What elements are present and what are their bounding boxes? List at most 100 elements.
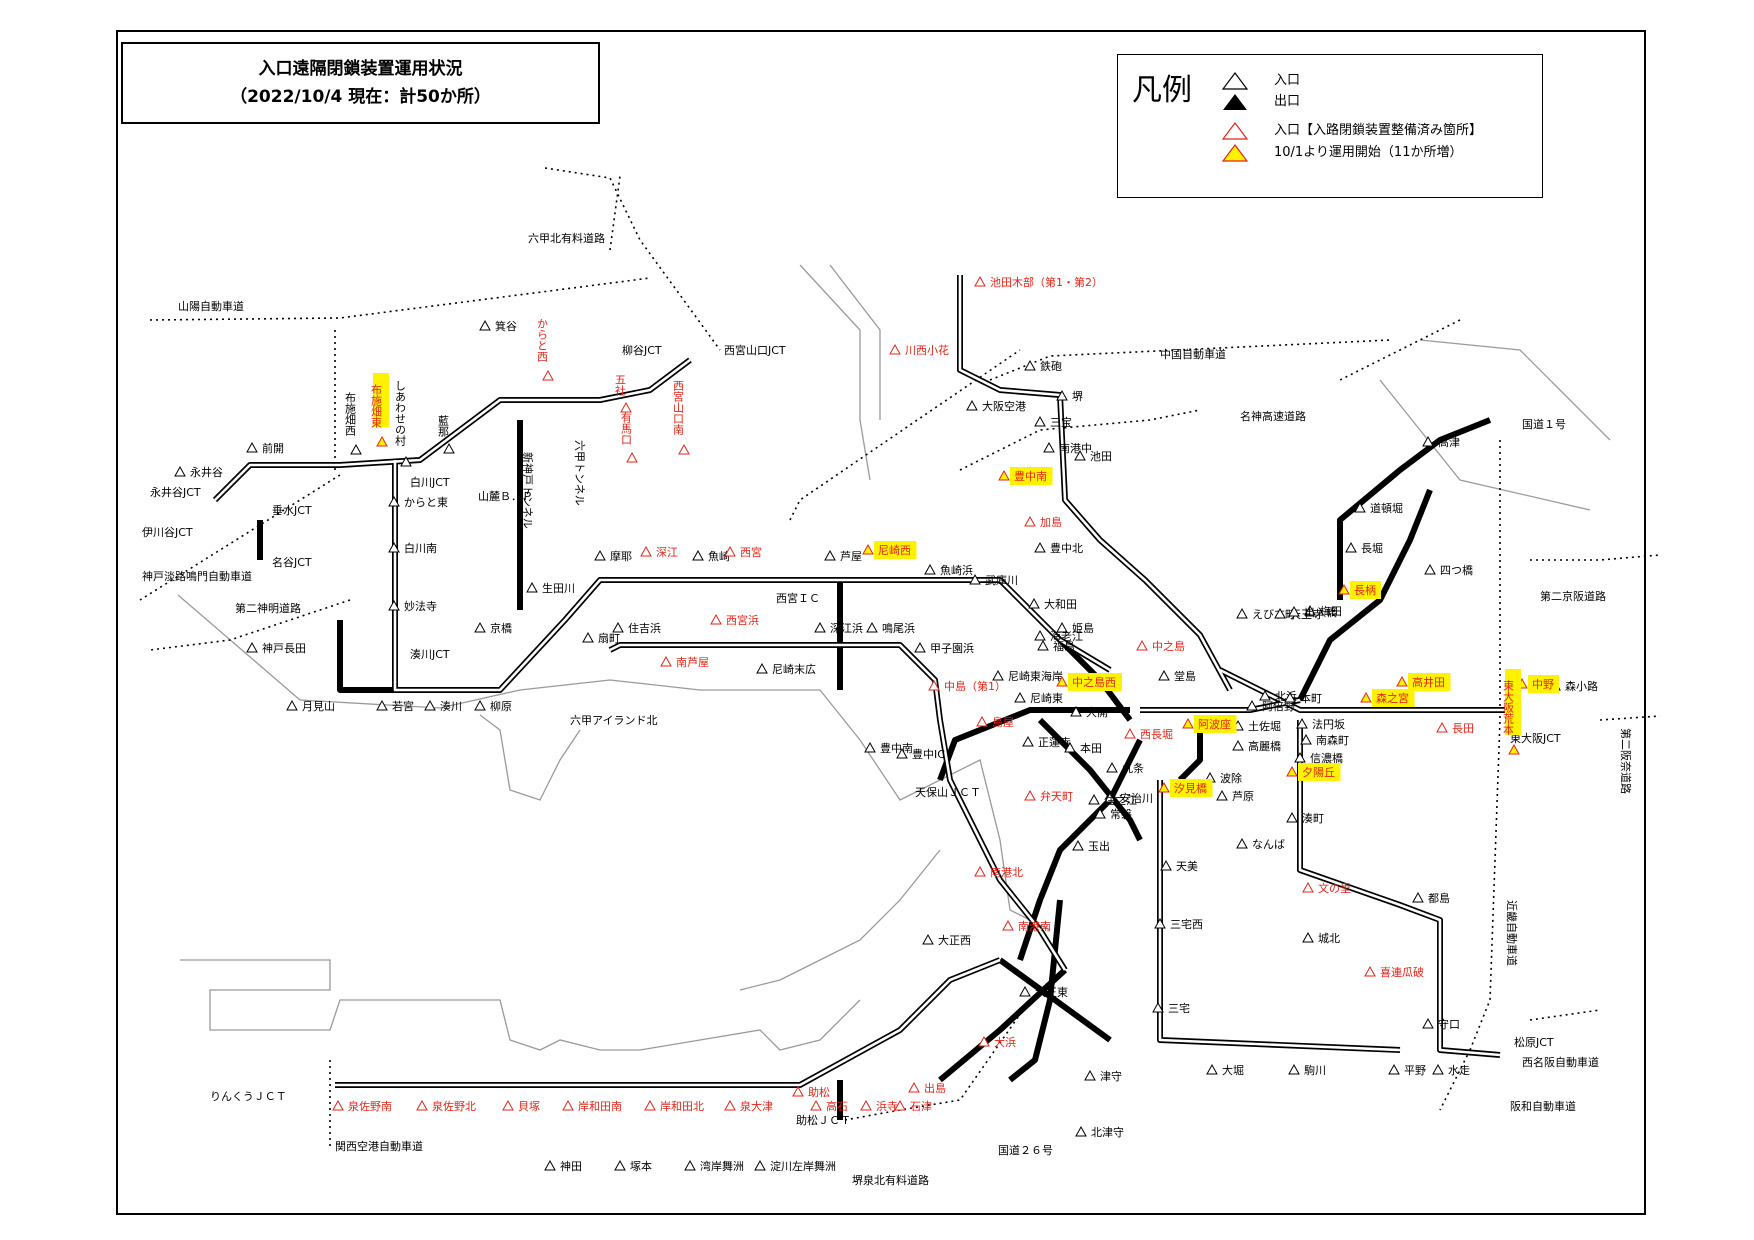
- junction-labels: 永井谷JCT 伊川谷JCT 垂水JCT 名谷JCT 白川JCT 湊川JCT 柳谷…: [142, 343, 1561, 1127]
- station-label: 南森町: [1316, 733, 1349, 747]
- black-triangle-icon: [1223, 94, 1247, 110]
- entrance-triangle-icon: [684, 1159, 696, 1171]
- entrance-triangle-icon: [1043, 441, 1055, 453]
- entrance-triangle-icon: [502, 1099, 514, 1111]
- entrance-triangle-icon: [1232, 739, 1244, 751]
- station-label: なんば: [1252, 838, 1285, 851]
- entrance-triangle-icon: [582, 631, 594, 643]
- entrance-triangle-icon: [792, 1085, 804, 1097]
- road-label: 西名阪自動車道: [1522, 1055, 1599, 1069]
- entrance-triangle-icon: [914, 641, 926, 653]
- expressway-network: [212, 275, 1520, 1120]
- station-label: 中野: [1532, 678, 1554, 691]
- entrance-triangle-icon: [1056, 675, 1068, 687]
- station-label: 南港中: [1059, 442, 1092, 455]
- new-operation-highlight: [1068, 673, 1122, 691]
- station-label: 大和田: [1044, 597, 1077, 611]
- junction-label: 柳谷JCT: [622, 343, 662, 357]
- station-label: 堺: [1072, 390, 1083, 403]
- station-label: 鉄砲: [1040, 359, 1062, 373]
- entrance-triangle-icon: [1508, 743, 1520, 755]
- entrance-triangle-icon: [1354, 501, 1366, 513]
- station-label: 湊川: [440, 699, 462, 713]
- entrance-triangle-icon: [1246, 699, 1258, 711]
- road-label: 第二阪奈道路: [1619, 728, 1633, 794]
- station-label: 長田: [1452, 722, 1474, 735]
- station-label: 豊中IC: [912, 748, 945, 761]
- station-label: 西長堀: [1140, 728, 1173, 741]
- station-label: 三宅西: [1170, 917, 1203, 931]
- station-label: 神戸長田: [262, 641, 306, 655]
- entrance-triangle-icon: [1084, 1069, 1096, 1081]
- road-label: 名神高速道路: [1240, 409, 1306, 423]
- entrance-triangle-icon: [678, 443, 690, 455]
- entrance-triangle-icon: [1022, 735, 1034, 747]
- entrance-triangle-icon: [814, 621, 826, 633]
- stations-red: からと西五社有馬口西宮山口南深江西宮池田木部（第1・第2）南芦屋西宮浜中島（第1…: [332, 275, 1474, 1113]
- entrance-triangle-icon: [626, 451, 638, 463]
- station-label: 西宮: [740, 545, 762, 559]
- entrance-triangle-icon: [1436, 721, 1448, 733]
- entrance-triangle-icon: [416, 1099, 428, 1111]
- entrance-triangle-icon: [1206, 1063, 1218, 1075]
- entrance-triangle-icon: [1158, 669, 1170, 681]
- station-label: 芦屋: [840, 550, 862, 563]
- station-label: 堂島: [1174, 669, 1196, 683]
- new-operation-highlight: [1372, 689, 1415, 707]
- station-label: からと西: [536, 318, 549, 362]
- station-label: 大浜: [994, 1035, 1016, 1049]
- new-operation-highlight: [1010, 467, 1053, 485]
- entrance-triangle-icon: [474, 621, 486, 633]
- road-label: 堺泉北有料道路: [852, 1173, 929, 1187]
- road-label: 阪和自動車道: [1510, 1099, 1576, 1113]
- station-label: 湾岸舞洲: [700, 1159, 744, 1173]
- station-label: 池田: [1090, 450, 1112, 463]
- station-label: 前開: [262, 441, 284, 455]
- station-label: 阿波座: [1198, 717, 1231, 731]
- station-label: 永井谷: [190, 465, 223, 479]
- entrance-triangle-icon: [1024, 359, 1036, 371]
- entrance-triangle-icon: [614, 1159, 626, 1171]
- entrance-triangle-icon: [1064, 741, 1076, 753]
- entrance-triangle-icon: [1019, 985, 1031, 997]
- entrance-triangle-icon: [1024, 789, 1036, 801]
- station-label: 三宅: [1168, 1001, 1190, 1015]
- entrance-triangle-icon: [998, 469, 1010, 481]
- entrance-triangle-icon: [908, 1081, 920, 1093]
- station-label: 長柄: [1354, 584, 1376, 597]
- station-label: 高井田: [1412, 675, 1445, 689]
- station-label: 森之宮: [1376, 691, 1409, 705]
- road-label: 六甲北有料道路: [528, 231, 605, 245]
- station-label: 甲子園浜: [930, 642, 974, 655]
- station-label: 生田川: [542, 581, 575, 595]
- junction-label: 永井谷JCT: [150, 485, 201, 499]
- stations-new-operation: 布施畑東豊中南尼崎西中之島西阿波座汐見橋夕陽丘長柄森之宮高井田中野東大阪荒本: [370, 373, 1559, 797]
- entrance-triangle-icon: [754, 1159, 766, 1171]
- road-label: 山陽自動車道: [178, 299, 244, 313]
- station-label: 土佐堀: [1248, 719, 1281, 733]
- station-label: 本町: [1300, 691, 1322, 705]
- entrance-triangle-icon: [174, 465, 186, 477]
- junction-label: 西宮山口JCT: [724, 343, 786, 357]
- station-label: 京橋: [490, 621, 512, 635]
- station-label: 川西小花: [905, 344, 949, 357]
- station-label: 正蓮寺: [1038, 735, 1071, 749]
- entrance-triangle-icon: [1364, 965, 1376, 977]
- junction-label: 伊川谷JCT: [142, 526, 193, 539]
- entrance-triangle-icon: [1345, 541, 1357, 553]
- entrance-triangle-icon: [1302, 931, 1314, 943]
- station-label: 東大阪荒本: [1502, 680, 1515, 736]
- station-label: 若宮: [392, 699, 414, 713]
- entrance-triangle-icon: [1284, 691, 1296, 703]
- legend-label: 入口: [1274, 73, 1301, 88]
- entrance-triangle-icon: [246, 641, 258, 653]
- legend: 凡例 入口 出口 入口【入路閉鎖装置整備済み箇所】 10/1より運用開始（11か…: [1117, 54, 1543, 198]
- station-label: 駒川: [1304, 1064, 1326, 1077]
- title-box: 入口遠隔閉鎖装置運用状況 （2022/10/4 現在：計50か所）: [121, 42, 600, 124]
- place-label: 六甲アイランド北: [570, 714, 657, 727]
- entrance-triangle-icon: [824, 549, 836, 561]
- entrance-triangle-icon: [724, 1099, 736, 1111]
- station-label: 姫島: [1072, 621, 1094, 635]
- entrance-triangle-icon: [1236, 607, 1248, 619]
- entrance-triangle-icon: [1056, 621, 1068, 633]
